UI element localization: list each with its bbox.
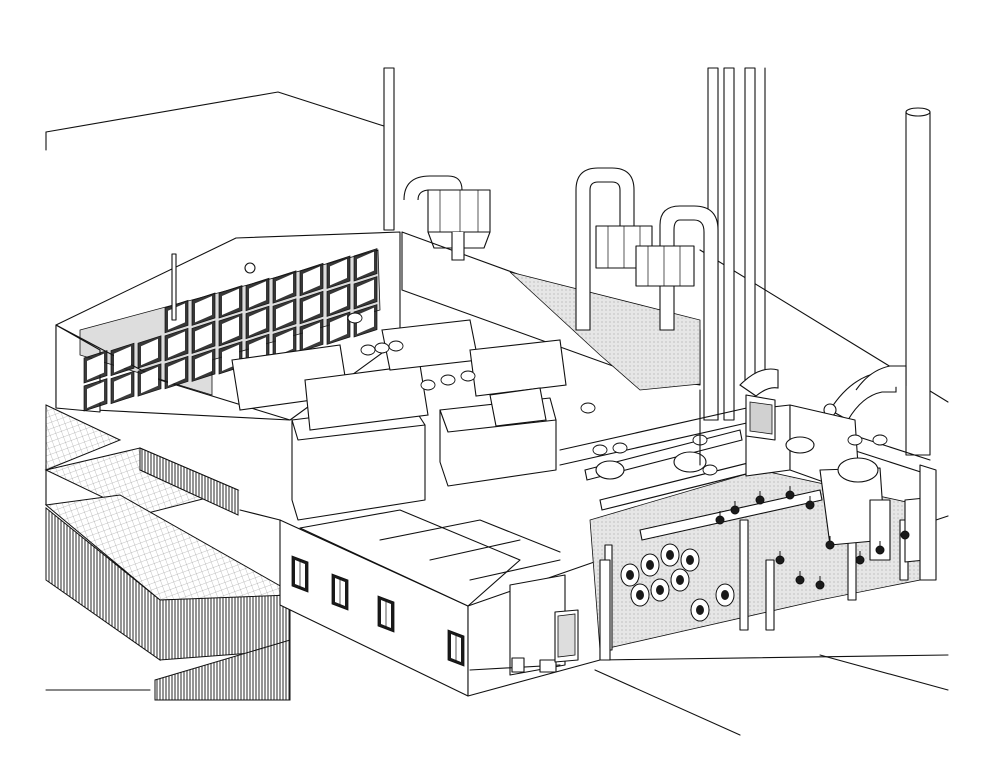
window-glass	[87, 381, 104, 408]
roof-cyclone-2	[575, 167, 653, 331]
window-glass	[303, 322, 320, 349]
window-glass	[276, 273, 293, 301]
interior-rooms	[299, 509, 579, 676]
pump-hub	[676, 575, 684, 585]
window-glass	[357, 307, 374, 334]
valve-icon	[875, 545, 885, 555]
window-glass	[276, 301, 293, 329]
left-sheds	[44, 404, 300, 701]
mechanical-room-pipework	[559, 404, 931, 651]
duct-fitting-icon	[872, 434, 888, 446]
roof-cyclone-3	[635, 205, 719, 421]
valve-icon	[825, 540, 835, 550]
mechanical-room-walls	[599, 389, 937, 661]
window-glass	[141, 338, 158, 366]
duct-fitting-icon	[847, 434, 863, 446]
valve-icon	[815, 580, 825, 590]
duct-fitting-icon	[388, 340, 404, 352]
site-outline	[45, 91, 949, 736]
duct-fitting-icon	[360, 344, 376, 356]
window-glass	[141, 366, 158, 394]
flagpole	[171, 253, 177, 321]
roof-cyclone-1	[403, 175, 491, 261]
duct-fitting-icon	[347, 312, 363, 324]
window-glass	[357, 251, 374, 278]
pump-hub	[686, 555, 694, 565]
duct-fitting-icon	[374, 342, 390, 354]
window-glass	[357, 279, 374, 306]
pump-hub	[696, 605, 704, 615]
window-glass	[195, 324, 212, 351]
window-glass	[114, 346, 131, 373]
air-handling-units	[231, 319, 567, 521]
pump-hub	[656, 585, 664, 595]
window-glass	[330, 315, 347, 342]
duct-fitting-icon	[440, 374, 456, 386]
window-glass	[168, 359, 185, 386]
duct-fitting-icon	[580, 402, 596, 414]
duct-fitting-icon	[420, 379, 436, 391]
window-glass	[303, 266, 320, 293]
window-glass	[222, 316, 239, 343]
pump-hub	[666, 550, 674, 560]
valve-icon	[730, 505, 740, 515]
window-glass	[276, 329, 293, 357]
pump-hub	[646, 560, 654, 570]
window-glass	[303, 294, 320, 321]
pump-and-valve-cluster	[347, 312, 910, 622]
window-glass	[330, 287, 347, 314]
window-glass	[249, 309, 266, 336]
duct-fitting-icon	[592, 444, 608, 456]
window-glass	[249, 281, 266, 308]
window-glass	[114, 374, 131, 401]
duct-fitting-icon	[702, 464, 718, 476]
pump-hub	[626, 570, 634, 580]
valve-icon	[785, 490, 795, 500]
window-glass	[168, 331, 185, 358]
pump-hub	[721, 590, 729, 600]
valve-icon	[805, 500, 815, 510]
valve-icon	[775, 555, 785, 565]
valve-icon	[715, 515, 725, 525]
window-glass	[330, 259, 347, 286]
duct-fitting-icon	[612, 442, 628, 454]
valve-icon	[855, 555, 865, 565]
window-grid-left	[83, 248, 378, 412]
pump-hub	[636, 590, 644, 600]
valve-icon	[795, 575, 805, 585]
roof-vent-icon	[244, 262, 256, 274]
right-ducts	[739, 365, 907, 446]
valve-icon	[755, 495, 765, 505]
window-glass	[195, 296, 212, 323]
window-glass	[195, 352, 212, 379]
valve-icon	[900, 530, 910, 540]
duct-fitting-icon	[460, 370, 476, 382]
window-glass	[87, 353, 104, 380]
window-glass	[222, 288, 239, 315]
